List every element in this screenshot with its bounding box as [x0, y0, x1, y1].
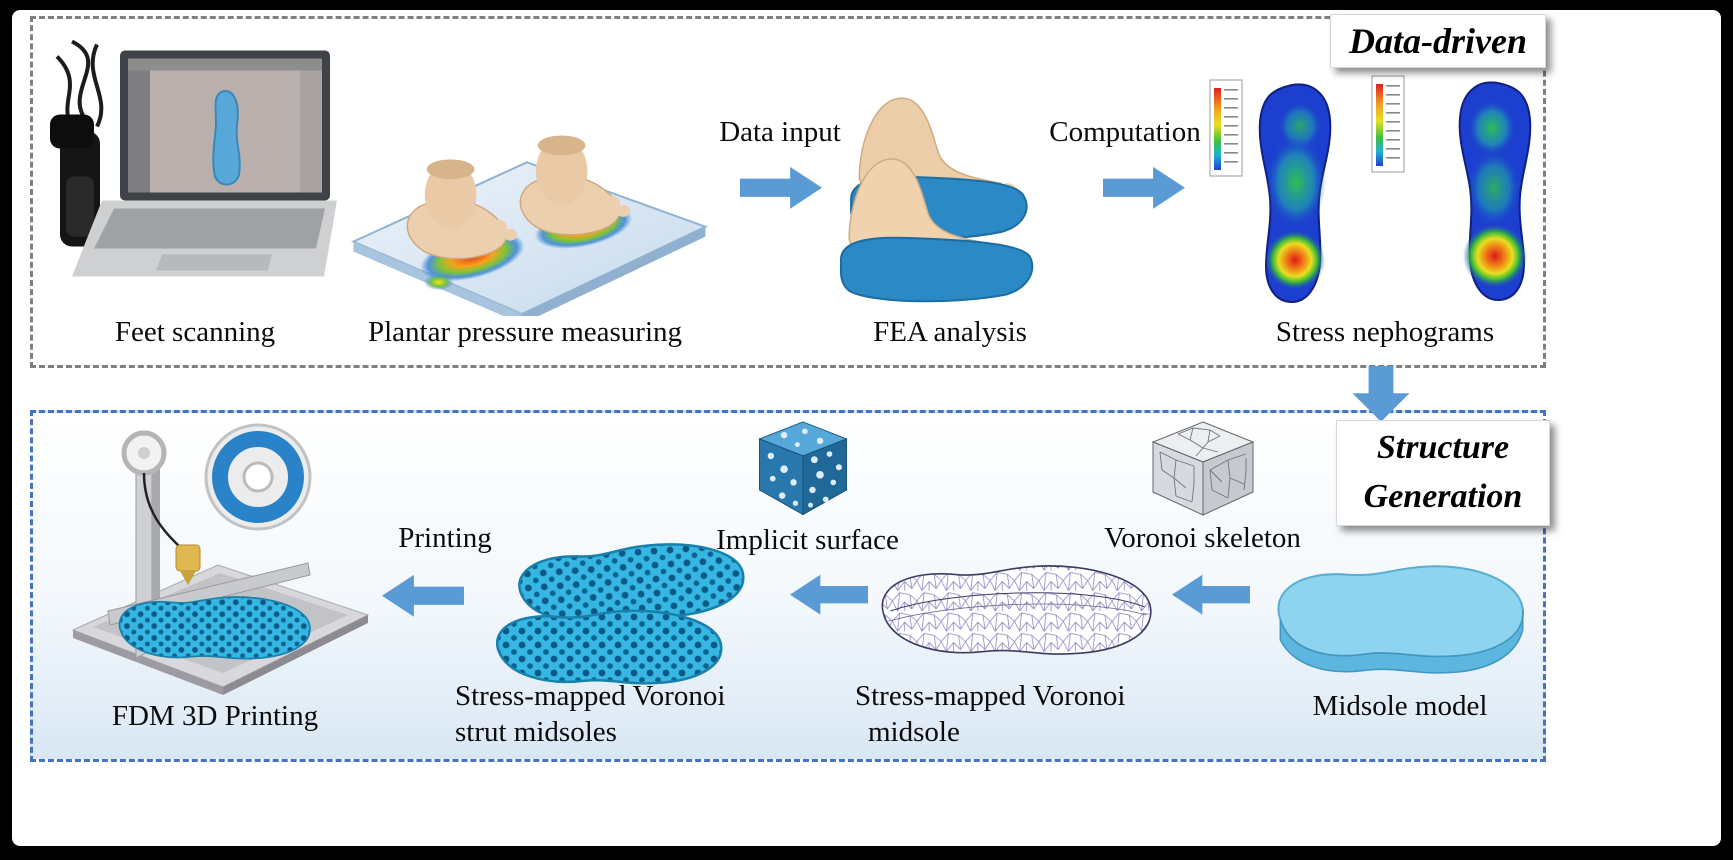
label-fdm-printing: FDM 3D Printing: [111, 700, 319, 732]
strut-midsoles-illustration: [478, 533, 778, 691]
structure-badge-line1: Structure: [1376, 429, 1510, 466]
voronoi-cube-icon: [1151, 421, 1255, 516]
feet-on-midsoles-icon: [839, 97, 1034, 303]
data-driven-badge: Data-driven: [1330, 14, 1546, 68]
voronoi-midsole-illustration: [868, 550, 1163, 672]
voronoi-wireframe-icon: [881, 565, 1152, 655]
structure-badge-line2: Generation: [1363, 478, 1523, 515]
structure-generation-badge: Structure Generation: [1336, 420, 1550, 526]
stress-nephograms-illustration: [1202, 72, 1546, 312]
arrow-computation-icon: [1103, 165, 1185, 213]
laptop-scanner-icon: [50, 39, 337, 277]
arrow-voronoi-to-strut-icon: [790, 573, 868, 619]
label-midsole-model: Midsole model: [1312, 690, 1488, 722]
label-voronoi-skeleton: Voronoi skeleton: [1104, 522, 1301, 554]
label-voronoi-midsole-line1: Stress-mapped Voronoi: [855, 680, 1126, 712]
label-feet-scanning: Feet scanning: [114, 316, 276, 348]
voronoi-skeleton-illustration: [1148, 420, 1258, 520]
label-voronoi-midsole-line2: midsole: [868, 716, 960, 748]
nephogram-insoles-icon: [1209, 75, 1532, 304]
fea-analysis-illustration: [818, 82, 1083, 310]
feet-scanning-illustration: [42, 36, 342, 312]
plantar-pressure-illustration: [322, 78, 722, 316]
label-stress-nephograms: Stress nephograms: [1275, 316, 1495, 348]
label-printing: Printing: [398, 522, 492, 554]
pressure-plate-icon: [350, 135, 709, 316]
arrow-data-input-icon: [740, 165, 822, 213]
arrow-printing-icon: [382, 573, 464, 621]
label-strut-midsoles-line2: strut midsoles: [455, 716, 617, 748]
midsole-model-illustration: [1262, 548, 1537, 683]
fdm-printer-illustration: [48, 415, 378, 695]
arrow-midsole-to-voronoi-icon: [1172, 573, 1250, 619]
porous-cube-icon: [758, 421, 848, 516]
label-computation: Computation: [1049, 116, 1201, 148]
label-data-input: Data input: [719, 116, 841, 148]
midsole-icon: [1277, 565, 1524, 674]
arrow-down-to-structure-icon: [1350, 366, 1412, 422]
implicit-surface-illustration: [755, 420, 851, 524]
label-strut-midsoles-line1: Stress-mapped Voronoi: [455, 680, 726, 712]
label-implicit-surface: Implicit surface: [716, 524, 899, 556]
printer-icon: [71, 423, 370, 695]
label-plantar-pressure: Plantar pressure measuring: [367, 316, 683, 348]
label-fea-analysis: FEA analysis: [873, 316, 1027, 348]
voronoi-strut-midsoles-icon: [495, 543, 745, 685]
